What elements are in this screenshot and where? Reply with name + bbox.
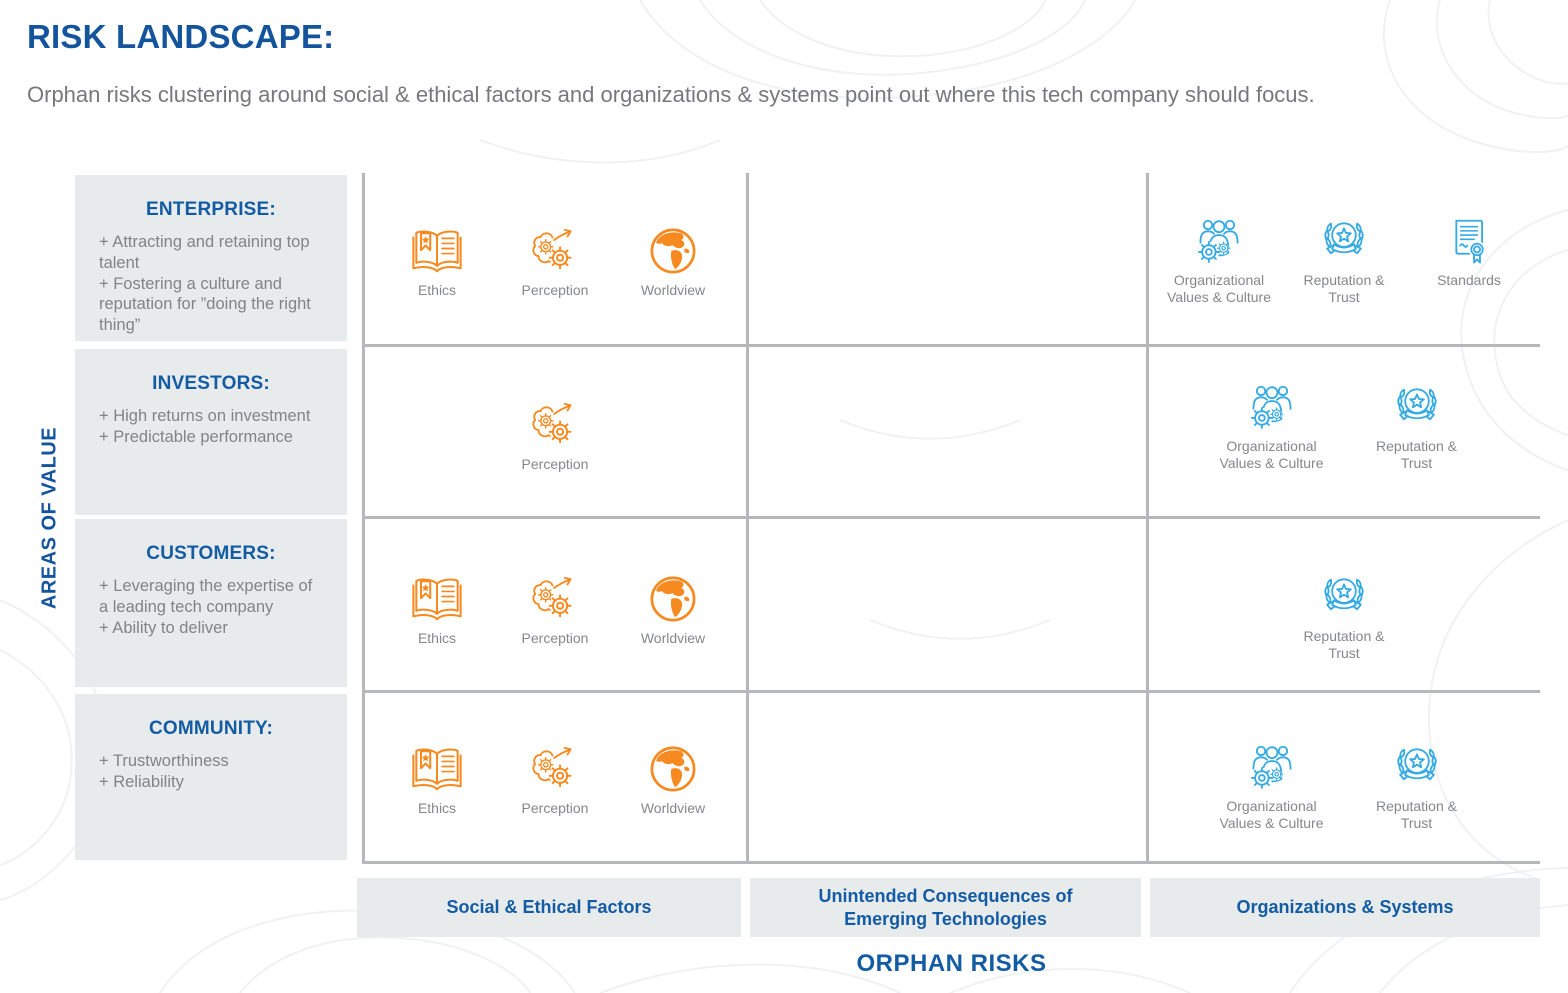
reputation-trust-icon [1390, 740, 1444, 794]
column-header-label: Organizations & Systems [1236, 897, 1454, 918]
perception-icon [528, 742, 582, 796]
risk-item-label: Standards [1437, 272, 1501, 288]
row-point: + Fostering a culture and reputation for… [99, 274, 311, 335]
reputation-trust-icon [1317, 214, 1371, 268]
risk-item-label: Organizational Values & Culture [1166, 272, 1271, 305]
risk-item-label: Perception [521, 800, 589, 816]
risk-item-org-values: Organizational Values & Culture [1199, 380, 1344, 471]
risk-item-ethics: Ethics [378, 572, 496, 647]
column-header-unintended-consequences: Unintended Consequences of Emerging Tech… [750, 878, 1141, 937]
row-label-customers: CUSTOMERS: + Leveraging the expertise of… [75, 519, 347, 687]
row-title: CUSTOMERS: [146, 543, 276, 564]
perception-icon [528, 398, 582, 452]
risk-item-label: Perception [521, 282, 589, 298]
standards-icon [1442, 214, 1496, 268]
reputation-trust-icon [1317, 570, 1371, 624]
ethics-icon [410, 224, 464, 278]
risk-item-org-values: Organizational Values & Culture [1157, 214, 1282, 305]
risk-item-reputation: Reputation & Trust [1344, 380, 1489, 471]
risk-item-label: Perception [521, 456, 589, 472]
row-point: + Leveraging the expertise of a leading … [99, 577, 313, 616]
column-header-label: Unintended Consequences of Emerging Tech… [818, 886, 1073, 929]
risk-item-reputation: Reputation & Trust [1285, 570, 1403, 661]
risk-item-label: Reputation & Trust [1303, 272, 1385, 305]
grid-line-horizontal-bottom [362, 861, 1540, 864]
risk-item-reputation: Reputation & Trust [1344, 740, 1489, 831]
risk-item-perception: Perception [496, 572, 614, 647]
organizational-values-icon [1192, 214, 1246, 268]
cell-investors-social-ethical: Perception [363, 398, 747, 473]
row-label-community: COMMUNITY: + Trustworthiness + Reliabili… [75, 694, 347, 860]
ethics-icon [410, 742, 464, 796]
row-point: + Reliability [99, 772, 184, 791]
worldview-icon [646, 742, 700, 796]
ethics-icon [410, 572, 464, 626]
risk-item-label: Worldview [640, 282, 706, 298]
row-point: + Trustworthiness [99, 752, 229, 770]
risk-item-perception: Perception [496, 398, 614, 473]
cell-enterprise-social-ethical: Ethics Perception Worldview [363, 224, 747, 299]
page-subtitle: Orphan risks clustering around social & … [27, 82, 1315, 107]
cell-enterprise-organizations-systems: Organizational Values & Culture Reputati… [1148, 214, 1540, 305]
worldview-icon [646, 572, 700, 626]
risk-item-worldview: Worldview [614, 742, 732, 817]
row-title: INVESTORS: [152, 373, 270, 394]
risk-item-label: Worldview [640, 800, 706, 816]
risk-item-label: Reputation & Trust [1376, 798, 1457, 831]
risk-item-perception: Perception [496, 224, 614, 299]
worldview-icon [646, 224, 700, 278]
risk-item-label: Ethics [417, 800, 457, 816]
perception-icon [528, 224, 582, 278]
cell-community-social-ethical: Ethics Perception Worldview [363, 742, 747, 817]
grid-line-horizontal-1 [362, 344, 1540, 347]
y-axis-label: AREAS OF VALUE [38, 426, 61, 610]
risk-item-label: Ethics [417, 282, 457, 298]
risk-item-worldview: Worldview [614, 572, 732, 647]
cell-customers-organizations-systems: Reputation & Trust [1148, 570, 1540, 661]
grid-line-horizontal-2 [362, 516, 1540, 519]
column-header-social-ethical: Social & Ethical Factors [357, 878, 741, 937]
row-point: + Predictable performance [99, 427, 293, 446]
cell-customers-social-ethical: Ethics Perception Worldview [363, 572, 747, 647]
risk-item-perception: Perception [496, 742, 614, 817]
page-title: RISK LANDSCAPE: [27, 18, 335, 55]
organizational-values-icon [1245, 380, 1299, 434]
row-point: + Attracting and retaining top talent [99, 233, 310, 272]
row-title: COMMUNITY: [148, 718, 274, 739]
cell-community-organizations-systems: Organizational Values & Culture Reputati… [1148, 740, 1540, 831]
row-point: + High returns on investment [99, 407, 311, 425]
risk-item-label: Organizational Values & Culture [1219, 798, 1324, 831]
risk-item-ethics: Ethics [378, 224, 496, 299]
grid-line-horizontal-3 [362, 690, 1540, 693]
row-point: + Ability to deliver [99, 618, 228, 637]
x-axis-label: ORPHAN RISKS [856, 950, 1047, 977]
risk-item-label: Organizational Values & Culture [1219, 438, 1324, 471]
risk-item-org-values: Organizational Values & Culture [1199, 740, 1344, 831]
risk-item-worldview: Worldview [614, 224, 732, 299]
column-header-label: Social & Ethical Factors [446, 897, 652, 918]
risk-item-reputation: Reputation & Trust [1282, 214, 1407, 305]
row-label-enterprise: ENTERPRISE: + Attracting and retaining t… [75, 175, 347, 341]
risk-item-ethics: Ethics [378, 742, 496, 817]
risk-item-label: Worldview [640, 630, 706, 646]
row-label-investors: INVESTORS: + High returns on investment … [75, 349, 347, 515]
risk-item-label: Reputation & Trust [1376, 438, 1457, 471]
reputation-trust-icon [1390, 380, 1444, 434]
perception-icon [528, 572, 582, 626]
risk-item-standards: Standards [1407, 214, 1532, 289]
column-header-organizations-systems: Organizations & Systems [1150, 878, 1540, 937]
risk-item-label: Perception [521, 630, 589, 646]
organizational-values-icon [1245, 740, 1299, 794]
risk-item-label: Ethics [417, 630, 457, 646]
cell-investors-organizations-systems: Organizational Values & Culture Reputati… [1148, 380, 1540, 471]
row-title: ENTERPRISE: [146, 199, 276, 220]
risk-item-label: Reputation & Trust [1303, 628, 1385, 661]
